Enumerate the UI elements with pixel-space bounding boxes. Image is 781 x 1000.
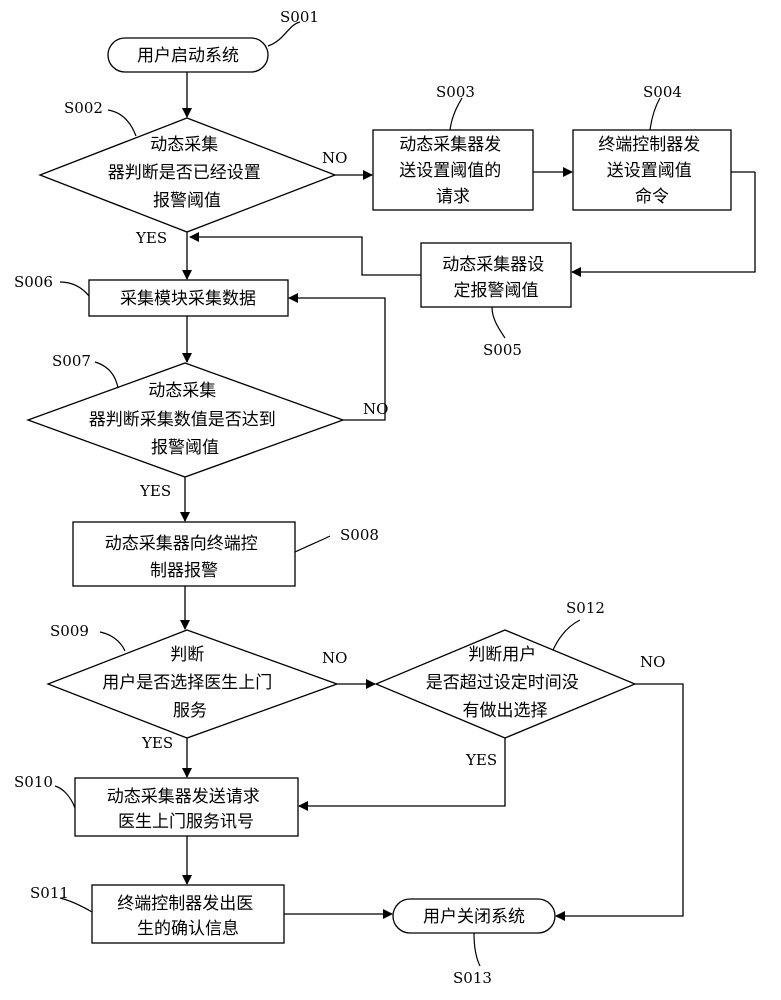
check-threshold-label: 动态采集 器判断是否已经设置 报警阈值 (108, 135, 266, 211)
doctor-request-label: 动态采集器发送请求 医生上门服务讯号 (107, 787, 265, 832)
step-label-s009: S009 (50, 622, 89, 640)
check-doctor-label: 判断 用户是否选择医生上门 服务 (102, 645, 277, 721)
edge-command-to-set (571, 172, 756, 277)
leader-s008 (294, 535, 331, 553)
step-label-s008: S008 (340, 526, 379, 544)
step-label-s013: S013 (453, 969, 492, 987)
confirm-process (91, 884, 285, 944)
set-threshold-process (420, 242, 572, 308)
branch-no-check-doctor: NO (322, 649, 347, 667)
leader-s011 (59, 897, 93, 913)
edge-reached-no-loop (288, 293, 386, 421)
set-threshold-label: 动态采集器设 定报警阈值 (442, 255, 549, 301)
leader-s004 (649, 97, 661, 131)
step-label-s007: S007 (52, 352, 91, 370)
start-label: 用户启动系统 (137, 46, 239, 66)
step-label-s001: S001 (280, 8, 319, 26)
step-label-s002: S002 (64, 99, 103, 117)
leader-s010 (54, 785, 76, 809)
leader-s003 (449, 97, 463, 131)
step-label-s004: S004 (643, 83, 682, 101)
step-label-s011: S011 (30, 884, 69, 902)
send-request-process (372, 129, 534, 211)
leader-s009 (99, 631, 126, 652)
leader-s012 (552, 619, 581, 651)
send-request-label: 动态采集器发 送设置阈值的 请求 (399, 135, 506, 207)
confirm-label: 终端控制器发出医 生的确认信息 (117, 894, 258, 939)
collect-label: 采集模块采集数据 (120, 289, 256, 309)
leader-s005 (491, 306, 506, 339)
leader-s002 (107, 109, 137, 137)
leader-s007 (94, 361, 119, 389)
send-command-label: 终端控制器发 送设置阈值 命令 (598, 135, 705, 207)
alarm-label: 动态采集器向终端控 制器报警 (105, 534, 263, 581)
step-label-s005: S005 (483, 341, 522, 359)
branch-yes-check-reached: YES (139, 482, 171, 500)
check-reached-label: 动态采集 器判断采集数值是否达到 报警阈值 (89, 381, 281, 458)
leader-s006 (59, 281, 90, 297)
doctor-request-process (74, 777, 299, 837)
branch-no-check-reached: NO (363, 400, 388, 418)
branch-yes-check-threshold: YES (135, 229, 167, 247)
start-terminal (107, 37, 269, 73)
branch-yes-check-timeout: YES (465, 751, 497, 769)
edge-timeout-no-to-end (555, 683, 684, 921)
edge-timeout-yes-to-request (298, 738, 506, 811)
branch-no-check-timeout: NO (640, 653, 665, 671)
edge-set-to-main (189, 232, 421, 276)
alarm-process (72, 521, 296, 587)
send-command-process (572, 129, 732, 211)
leader-s001 (267, 21, 301, 47)
step-label-s010: S010 (14, 773, 53, 791)
step-label-s003: S003 (436, 83, 475, 101)
leader-s013 (473, 932, 481, 967)
step-label-s012: S012 (566, 599, 605, 617)
branch-no-check-threshold: NO (322, 149, 347, 167)
check-timeout-label: 判断用户 是否超过设定时间没 有做出选择 (426, 645, 584, 721)
end-label: 用户关闭系统 (423, 907, 525, 927)
step-label-s006: S006 (14, 273, 53, 291)
branch-yes-check-doctor: YES (141, 734, 173, 752)
